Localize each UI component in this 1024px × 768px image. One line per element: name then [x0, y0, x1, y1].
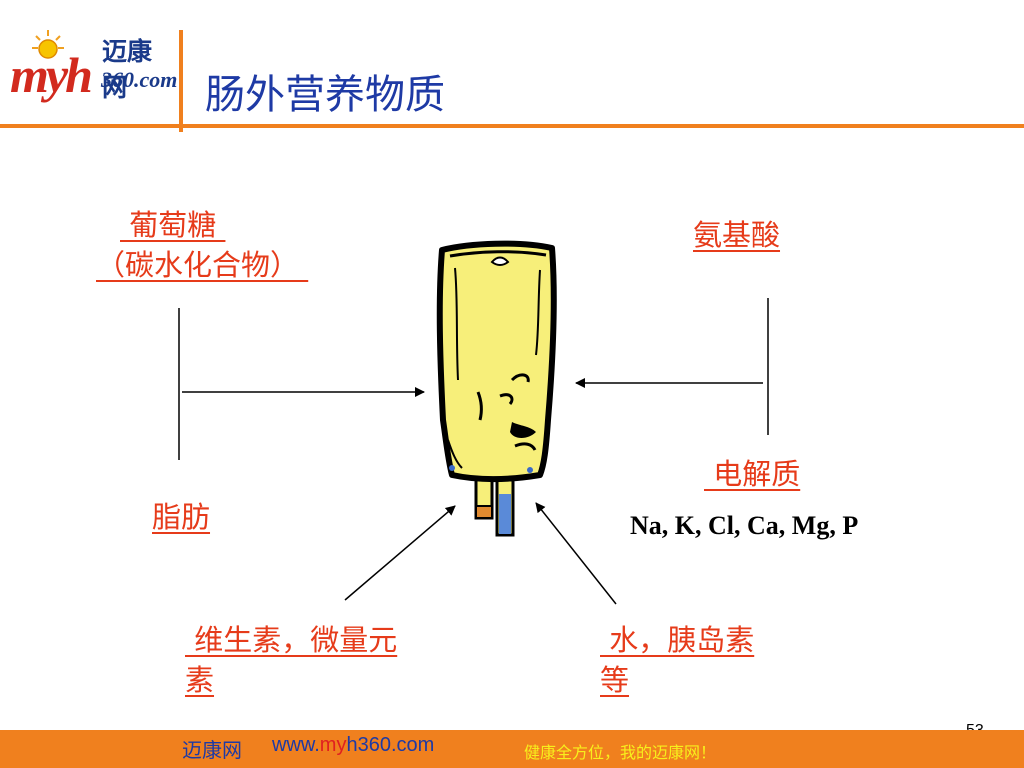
logo-domain: 360.com — [101, 67, 178, 92]
water-arrow — [535, 502, 617, 605]
water-insulin-label-line2[interactable]: 等 — [600, 663, 630, 697]
header-divider-vertical — [179, 30, 183, 132]
vitamin-label-line1[interactable]: 维生素，微量元 — [185, 623, 398, 657]
vitamin-label-line2[interactable]: 素 — [185, 663, 215, 697]
fat-label[interactable]: 脂肪 — [152, 500, 211, 534]
sun-icon — [32, 30, 64, 59]
electrolyte-label[interactable]: 电解质 — [704, 457, 801, 491]
footer-url-link[interactable]: www.myh360.com — [272, 734, 434, 757]
logo-brand: myh — [10, 47, 93, 103]
footer-url-domain: h360.com — [346, 734, 435, 756]
footer-bar: 迈康网 www.myh360.com 健康全方位，我的迈康网！ — [0, 730, 1024, 768]
glucose-label[interactable]: 葡萄糖 — [120, 208, 226, 242]
carbohydrate-label[interactable]: （碳水化合物） — [96, 248, 309, 282]
water-insulin-label-line1[interactable]: 水，胰岛素 — [600, 623, 755, 657]
header-divider-horizontal — [0, 124, 1024, 128]
footer-site-name: 迈康网 — [182, 738, 242, 762]
iv-bag-icon — [436, 240, 557, 537]
electrolyte-formula: Na, K, Cl, Ca, Mg, P — [630, 511, 859, 540]
site-logo: myh 迈康网 360.com — [10, 28, 178, 108]
footer-url-prefix: www. — [272, 734, 320, 756]
logo-chinese-name: 迈康网 — [102, 37, 153, 102]
vitamin-arrow — [344, 505, 456, 601]
amino-acid-label[interactable]: 氨基酸 — [693, 218, 781, 252]
footer-url-brand: my — [319, 734, 347, 756]
footer-slogan: 健康全方位，我的迈康网！ — [524, 743, 717, 762]
page-title: 肠外营养物质 — [205, 72, 445, 118]
